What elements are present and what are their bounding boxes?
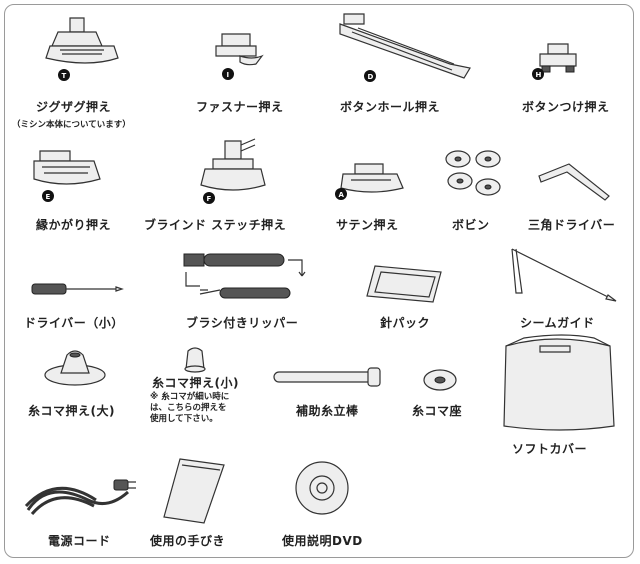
power-cord-label: 電源コード	[48, 534, 111, 548]
power-cord-illustration	[24, 479, 136, 515]
svg-text:E: E	[46, 193, 51, 201]
triangle-driver-label: 三角ドライバー	[528, 218, 616, 232]
soft-cover-label: ソフトカバー	[512, 442, 588, 456]
spool-cap-small-note: ※ 糸コマが細い時に は、こちらの押えを 使用して下さい。	[150, 392, 230, 424]
spool-cap-large-label: 糸コマ押え(大)	[28, 404, 115, 418]
spool-cap-small-illustration	[184, 347, 206, 373]
spool-cap-large-illustration	[44, 350, 106, 386]
blind-foot-illustration: F	[200, 138, 266, 204]
spool-cap-small-label: 糸コマ押え(小)	[152, 376, 239, 390]
zigzag-foot-note: （ミシン本体についています）	[12, 120, 131, 130]
satin-foot-label: サテン押え	[336, 218, 399, 232]
zigzag-foot-illustration: T	[45, 17, 119, 81]
aux-spool-pin-illustration	[273, 367, 381, 387]
overcast-foot-label: 縁かがり押え	[36, 218, 112, 232]
button-sew-foot-label: ボタンつけ押え	[522, 100, 610, 114]
brush-ripper-illustration	[183, 253, 306, 299]
accessory-panel	[4, 4, 634, 558]
manual-illustration	[163, 458, 225, 524]
soft-cover-illustration	[503, 334, 615, 431]
button-sew-foot-illustration: H	[532, 43, 577, 80]
needle-pack-label: 針パック	[380, 316, 431, 330]
buttonhole-foot-label: ボタンホール押え	[340, 100, 441, 114]
svg-text:I: I	[227, 71, 230, 79]
svg-text:A: A	[339, 191, 345, 199]
zigzag-foot-label: ジグザグ押え	[36, 100, 112, 114]
blind-foot-label: ブラインド ステッチ押え	[144, 218, 287, 232]
seam-guide-label: シームガイド	[520, 316, 595, 330]
svg-text:H: H	[536, 71, 542, 79]
driver-small-label: ドライバー（小）	[24, 316, 124, 330]
driver-small-illustration	[31, 283, 124, 295]
dvd-label: 使用説明DVD	[282, 534, 363, 548]
zipper-foot-illustration: I	[215, 33, 264, 80]
zipper-foot-label: ファスナー押え	[196, 100, 284, 114]
buttonhole-foot-illustration: D	[339, 13, 471, 82]
spool-seat-illustration	[423, 369, 457, 391]
needle-pack-illustration	[366, 265, 442, 303]
svg-text:F: F	[207, 195, 212, 203]
overcast-foot-illustration: E	[33, 150, 101, 202]
spool-seat-label: 糸コマ座	[412, 404, 463, 418]
seam-guide-illustration	[511, 248, 617, 302]
svg-text:T: T	[62, 72, 67, 80]
bobbin-label: ボビン	[452, 218, 490, 232]
triangle-driver-illustration	[538, 163, 610, 201]
svg-text:D: D	[368, 73, 374, 81]
bobbin-illustration	[445, 150, 501, 196]
aux-spool-pin-label: 補助糸立棒	[296, 404, 359, 418]
manual-label: 使用の手びき	[150, 534, 226, 548]
dvd-illustration	[295, 461, 349, 515]
satin-foot-illustration: A	[335, 163, 404, 200]
brush-ripper-label: ブラシ付きリッパー	[186, 316, 299, 330]
